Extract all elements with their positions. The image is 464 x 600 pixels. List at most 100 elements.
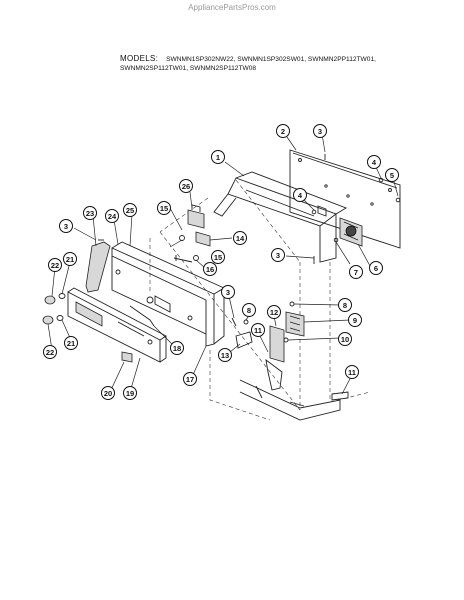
callout-number: 26: [182, 182, 190, 191]
part-11-lid-hinge: [265, 358, 349, 401]
callout-circle: [59, 219, 73, 233]
callout-c2: 2: [276, 124, 290, 138]
models-line-2: SWNMN2SP112TW01, SWNMN2SP112TW08: [120, 65, 257, 72]
part-2-rear-panel: [289, 149, 401, 249]
callout-circle: [385, 168, 399, 182]
callout-number: 19: [126, 389, 134, 398]
callout-circle: [348, 313, 362, 327]
callout-number: 11: [348, 368, 356, 377]
callout-circle: [183, 372, 197, 386]
callout-c7: 7: [349, 265, 363, 279]
callout-c15b: 15: [211, 250, 225, 264]
callout-number: 2: [281, 127, 285, 136]
callout-c25: 25: [123, 203, 137, 217]
callout-circle: [267, 305, 281, 319]
callout-number: 15: [214, 253, 222, 262]
callout-circle: [251, 323, 265, 337]
callout-number: 21: [66, 255, 74, 264]
callout-c17: 17: [183, 372, 197, 386]
callout-c12: 12: [267, 305, 281, 319]
callout-circle: [338, 332, 352, 346]
callout-circle: [233, 231, 247, 245]
callout-circle: [170, 341, 184, 355]
callout-circle: [221, 285, 235, 299]
callout-number: 21: [67, 339, 75, 348]
callout-circle: [64, 336, 78, 350]
part-9-switch-body: [285, 311, 305, 337]
callout-c11a: 11: [251, 323, 265, 337]
callout-number: 24: [108, 212, 117, 221]
callout-c16: 16: [203, 262, 217, 276]
callout-number: 3: [276, 251, 280, 260]
callout-circle: [276, 124, 290, 138]
callout-c1: 1: [211, 150, 225, 164]
part-3-screws: [98, 154, 326, 327]
callout-number: 18: [173, 344, 181, 353]
parts-21-22-knobs: [42, 293, 66, 325]
part-18-bracket: [129, 305, 155, 327]
callout-c24: 24: [105, 209, 119, 223]
callout-number: 20: [104, 389, 112, 398]
callout-number: 8: [343, 301, 347, 310]
callout-number: 5: [390, 171, 394, 180]
part-20-selector: [121, 351, 133, 363]
callout-number: 13: [221, 351, 229, 360]
part-6-timer-assembly: [317, 205, 363, 247]
callout-circle: [369, 261, 383, 275]
callout-c10: 10: [338, 332, 352, 346]
callout-number: 6: [374, 264, 378, 273]
callout-c3d: 3: [221, 285, 235, 299]
part-12-switch: [269, 325, 285, 363]
part-14-switch: [195, 231, 211, 247]
callout-c18: 18: [170, 341, 184, 355]
callout-number: 7: [354, 268, 358, 277]
callout-number: 4: [372, 158, 377, 167]
callout-c19: 19: [123, 386, 137, 400]
callout-c23: 23: [83, 206, 97, 220]
callout-number: 17: [186, 375, 194, 384]
callout-c22a: 22: [48, 258, 62, 272]
callout-number: 8: [247, 306, 251, 315]
cabinet-outline-dashed: [149, 179, 371, 421]
callout-circle: [101, 386, 115, 400]
part-10-screw: [283, 337, 289, 343]
callout-c11b: 11: [345, 365, 359, 379]
callout-circle: [179, 179, 193, 193]
callout-c3a: 3: [313, 124, 327, 138]
callout-number: 3: [318, 127, 322, 136]
callout-c3c: 3: [59, 219, 73, 233]
callout-number: 15: [160, 204, 168, 213]
callout-number: 11: [254, 326, 262, 335]
callout-number: 14: [236, 234, 245, 243]
callout-circle: [338, 298, 352, 312]
callout-circle: [43, 345, 57, 359]
callout-circle: [218, 348, 232, 362]
part-15-16-knobs-hardware: [173, 235, 199, 263]
callout-c8b: 8: [338, 298, 352, 312]
callout-circle: [313, 124, 327, 138]
callout-number: 22: [51, 261, 59, 270]
part-23-end-cap: [85, 241, 111, 293]
callout-circle: [242, 303, 256, 317]
callout-circle: [83, 206, 97, 220]
callout-c21b: 21: [64, 336, 78, 350]
callout-number: 1: [216, 153, 220, 162]
leader-lines: [47, 133, 399, 395]
callout-number: 16: [206, 265, 214, 274]
callout-number: 10: [341, 335, 349, 344]
part-24-control-panel: [111, 241, 225, 347]
callout-c4b: 4: [293, 188, 307, 202]
callout-c15a: 15: [157, 201, 171, 215]
callout-circle: [349, 265, 363, 279]
callout-c3b: 3: [271, 248, 285, 262]
callout-c4a: 4: [367, 155, 381, 169]
callout-circle: [123, 203, 137, 217]
callout-number: 22: [46, 348, 54, 357]
callout-circle: [123, 386, 137, 400]
callout-number: 12: [270, 308, 278, 317]
callout-number: 23: [86, 209, 94, 218]
callout-number: 3: [64, 222, 68, 231]
callout-number: 9: [353, 316, 357, 325]
models-header: MODELS:SWNMN1SP302NW22, SWNMN1SP302SW01,…: [120, 54, 450, 73]
